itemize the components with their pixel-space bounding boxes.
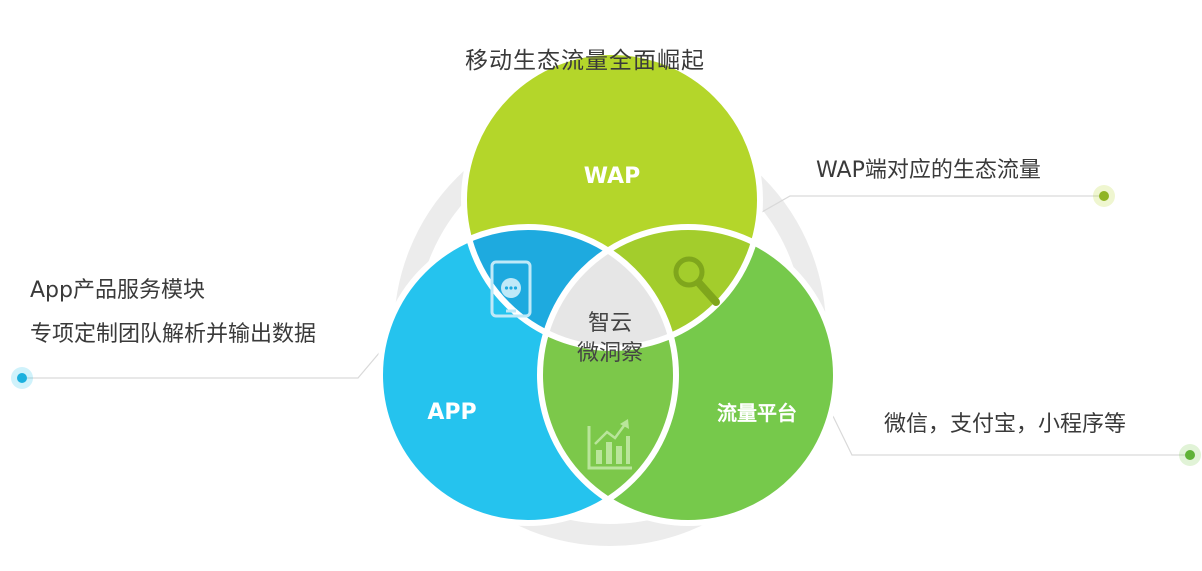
bar-chart-growth-icon [587, 419, 632, 470]
wap-connector [761, 195, 1104, 213]
app-annotation-line2: 专项定制团队解析并输出数据 [30, 322, 317, 347]
wap-annotation: WAP端对应的生态流量 [816, 158, 1041, 183]
connector-dots [11, 185, 1201, 466]
app-annotation-line1: App产品服务模块 [30, 278, 205, 303]
app-connector [22, 351, 381, 379]
platform-annotation: 微信，支付宝，小程序等 [884, 412, 1127, 437]
connector-lines [22, 195, 1190, 456]
diagram-title: 移动生态流量全面崛起 [465, 48, 705, 74]
center-label-line2: 微洞察 [577, 341, 643, 366]
app-dot [17, 373, 27, 383]
app-label: APP [427, 400, 476, 425]
center-label-line1: 智云 [588, 311, 632, 336]
wap-label: WAP [584, 164, 640, 189]
magnifier-icon [673, 256, 720, 306]
platform-connector [829, 409, 1190, 456]
platform-dot [1185, 450, 1195, 460]
center-region [540, 227, 676, 348]
mobile-chat-icon [490, 260, 532, 318]
circle-outlines [377, 49, 839, 526]
platform-label: 流量平台 [717, 401, 797, 425]
wap-dot [1099, 191, 1109, 201]
